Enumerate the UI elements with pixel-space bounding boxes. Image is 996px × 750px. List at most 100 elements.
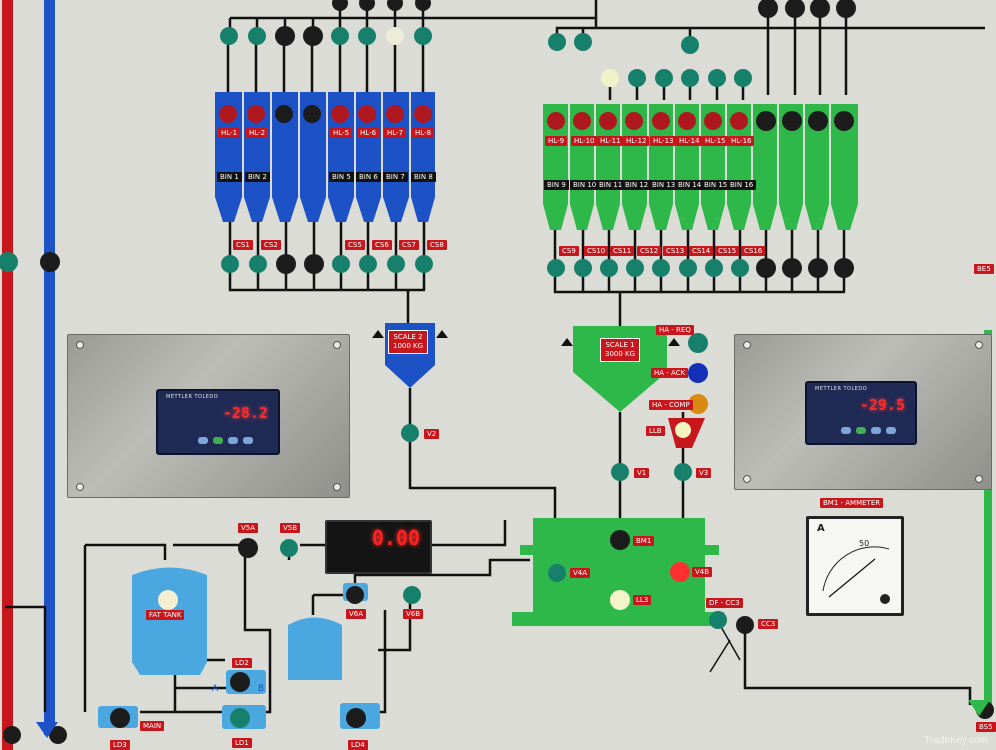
screw: [743, 475, 751, 483]
valve-label: CS13: [663, 246, 688, 256]
v4b-label: V4B: [692, 567, 713, 577]
screw: [975, 475, 983, 483]
screw: [333, 483, 341, 491]
v5b-label: V5B: [280, 523, 301, 533]
main-label: MAIN: [140, 721, 165, 731]
hopper-label: HL-13: [650, 136, 677, 146]
llb-lamp: [675, 422, 691, 438]
valve-label: CS1: [233, 240, 253, 250]
valve-label: CS5: [345, 240, 365, 250]
screw: [76, 483, 84, 491]
bs5-label: BS5: [976, 722, 996, 732]
dfcc3-label: DF - CC3: [706, 598, 743, 608]
indicator-key[interactable]: [886, 427, 896, 434]
blue-hopper-leds: [219, 105, 432, 123]
ld1-label: LD1: [232, 738, 252, 748]
bm1-label: BM1: [633, 536, 655, 546]
llb-label: LLB: [646, 426, 665, 436]
screw: [76, 341, 84, 349]
indicator-key[interactable]: [871, 427, 881, 434]
bin-label: BIN 5: [329, 172, 354, 182]
hopper-label: HL-15: [702, 136, 729, 146]
indicator-panel-left: METTLER TOLEDO -28.2: [67, 334, 350, 498]
v2-label: V2: [424, 429, 440, 439]
green-pipe-end: [968, 700, 990, 716]
top-leds-green: [548, 0, 856, 87]
red-pipe: [2, 0, 13, 750]
bin-label: BIN 6: [356, 172, 381, 182]
bin-label: BIN 1: [217, 172, 242, 182]
scale2-label: SCALE 2 1000 KG: [388, 330, 429, 354]
digital-counter: 0.00: [325, 520, 432, 574]
scale2-line2: 1000 KG: [393, 342, 424, 350]
blue-pipe: [44, 0, 55, 735]
hopper-label: HL-6: [357, 128, 380, 138]
tanks: [98, 567, 380, 729]
bin-label: BIN 14: [675, 180, 705, 190]
ld2-label: LD2: [232, 658, 252, 668]
valve-label: CS14: [689, 246, 714, 256]
indicator-key[interactable]: [198, 437, 208, 444]
ammeter-title: BM1 - AMMETER: [820, 498, 884, 508]
bin-label: BIN 13: [649, 180, 679, 190]
valve-label: CS2: [261, 240, 281, 250]
hopper-label: HL-1: [218, 128, 241, 138]
valve-label: CS12: [637, 246, 662, 256]
misc-leds: [0, 252, 994, 744]
valve-label: CS11: [610, 246, 635, 256]
v6b-label: V6B: [403, 609, 424, 619]
valve-label: CS6: [372, 240, 392, 250]
green-hopper-leds: [547, 111, 854, 131]
weighing-indicator-right: METTLER TOLEDO -29.5: [805, 381, 917, 445]
indicator-key[interactable]: [243, 437, 253, 444]
fat-tank-label: FAT TANK: [146, 610, 185, 620]
cc3-label: CC3: [758, 619, 779, 629]
weight-readout-left: -28.2: [222, 404, 268, 422]
ha-ack-label: HA - ACK: [651, 368, 689, 378]
bin-label: BIN 9: [544, 180, 569, 190]
indicator-panel-right: METTLER TOLEDO -29.5: [734, 334, 992, 490]
ammeter-dial: [822, 546, 890, 604]
v6a-label: V6A: [346, 609, 367, 619]
ammeter: A 50: [806, 516, 904, 616]
indicator-key[interactable]: [213, 437, 223, 444]
scale1-label: SCALE 1 3000 KG: [600, 338, 641, 362]
valve-label: CS16: [741, 246, 766, 256]
screw: [975, 341, 983, 349]
scale2-line1: SCALE 2: [393, 333, 423, 341]
scale1-hopper: [561, 326, 680, 412]
ll3-label: LL3: [633, 595, 652, 605]
ld3-label: LD3: [110, 740, 130, 750]
bin-label: BIN 7: [383, 172, 408, 182]
hopper-label: HL-10: [571, 136, 598, 146]
bin-label: BIN 8: [411, 172, 436, 182]
scale1-line2: 3000 KG: [605, 350, 636, 358]
hopper-label: HL-7: [384, 128, 407, 138]
blue-pipe-end: [36, 722, 58, 738]
v1-label: V1: [634, 468, 650, 478]
hopper-label: HL-16: [728, 136, 755, 146]
ha-req-label: HA - REQ: [656, 325, 694, 335]
v4a-label: V4A: [570, 568, 591, 578]
bin-label: BIN 11: [596, 180, 626, 190]
weight-readout-right: -29.5: [859, 396, 905, 414]
indicator-key[interactable]: [856, 427, 866, 434]
hopper-label: HL-14: [676, 136, 703, 146]
watermark: TradeKey.com: [924, 735, 988, 746]
valve-label: CS8: [427, 240, 447, 250]
bin-label: BIN 10: [570, 180, 600, 190]
valve-label: CS7: [399, 240, 419, 250]
v3-label: V3: [696, 468, 712, 478]
valve-label: CS10: [584, 246, 609, 256]
hopper-label: HL-2: [246, 128, 269, 138]
bin-label: BIN 2: [245, 172, 270, 182]
hopper-label: HL-9: [545, 136, 568, 146]
hopper-label: HL-8: [412, 128, 435, 138]
hopper-label: HL-5: [330, 128, 353, 138]
bin-label: BIN 15: [701, 180, 731, 190]
indicator-key[interactable]: [841, 427, 851, 434]
ha-comp-label: HA - COMP: [649, 400, 693, 410]
pump-b-label: B: [258, 684, 265, 694]
be5-label: BE5: [974, 264, 994, 274]
indicator-key[interactable]: [228, 437, 238, 444]
